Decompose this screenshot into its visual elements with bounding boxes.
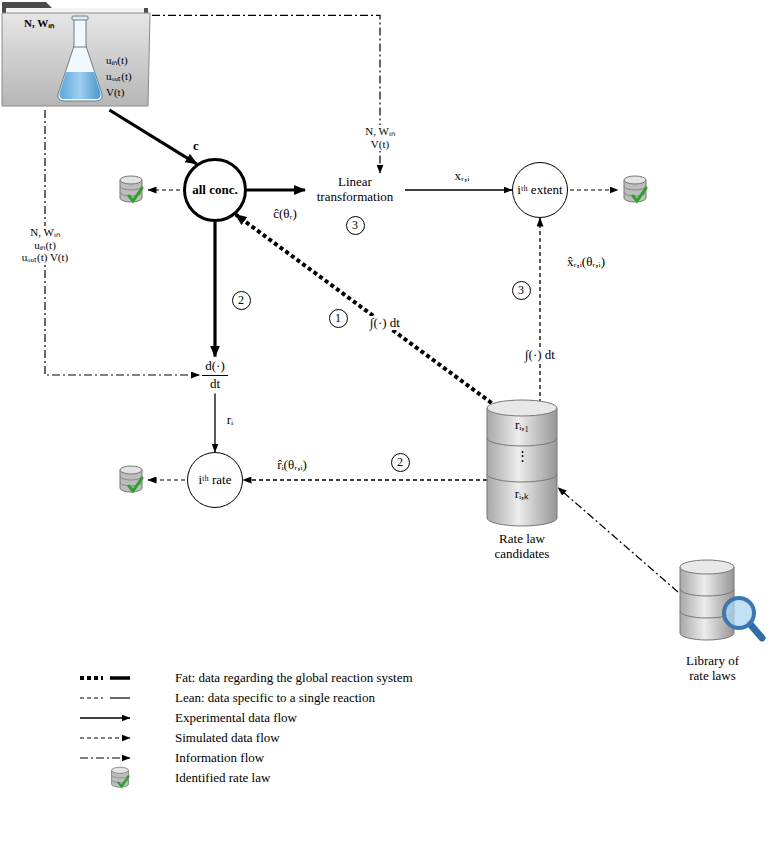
edge-label: ∫(·) dt	[368, 316, 402, 331]
node-label: Linear transformation	[308, 175, 402, 205]
database-icon	[120, 176, 646, 492]
edge-label: xᵣ,ᵢ	[453, 169, 472, 184]
node-label: Rate law candidates	[482, 532, 562, 562]
legend-text: Fat: data regarding the global reaction …	[175, 671, 413, 686]
node-label: rᵢ,₁	[482, 418, 562, 433]
edge-label: N, Wᵢₙ uᵢₙ(t) uₒᵤₜ(t) V(t)	[18, 226, 72, 264]
global-node: all conc.	[183, 158, 247, 222]
callout-number: 3	[512, 281, 531, 300]
data-arrow	[214, 393, 215, 452]
node-label: iᵗʰ extent	[517, 183, 562, 198]
edge-label: r̂ᵢ(θᵣ,ᵢ)	[275, 458, 309, 473]
node-label: d(·)	[202, 359, 228, 376]
legend-text: Simulated data flow	[175, 731, 280, 746]
operation-text: Linear transformation	[305, 173, 405, 207]
measurement-arrow	[109, 110, 196, 164]
rate-law-database: rᵢ,₁ ⋮ rᵢ,ₖRate law candidates	[482, 398, 562, 564]
data-folder: N, Wᵢₙ uᵢₙ(t) uₒᵤₜ(t) V(t)	[0, 0, 152, 110]
node-label: V(t)	[106, 86, 124, 99]
edge-label: ∫(·) dt	[523, 348, 557, 363]
legend-text: Experimental data flow	[175, 711, 297, 726]
node-label: Library of rate laws	[676, 654, 750, 684]
node-label: N, Wᵢₙ	[24, 17, 54, 30]
legend-text: Information flow	[175, 751, 264, 766]
data-arrow	[213, 222, 216, 357]
rate-law-library: Library of rate laws	[655, 555, 770, 690]
node-label: uᵢₙ(t)	[106, 54, 128, 67]
signal-label: ĉ(θᵣ)	[272, 207, 298, 222]
simulation-arrow	[236, 215, 492, 404]
data-arrow	[405, 189, 512, 190]
node-label: ⋮	[482, 449, 562, 464]
legend-sample	[80, 678, 130, 758]
library-illustration	[655, 555, 770, 650]
node-label: uₒᵤₜ(t)	[106, 70, 132, 83]
legend-text: Lean: data specific to a single reaction	[175, 691, 375, 706]
information-arrow	[558, 488, 678, 592]
node-label: dt	[210, 376, 220, 392]
node-label: all conc.	[192, 183, 238, 198]
data-arrow	[247, 188, 305, 191]
callout-number: 2	[391, 453, 410, 472]
folder-illustration	[0, 0, 152, 110]
node-label: rᵢ,ₖ	[482, 487, 562, 502]
edge-label: rᵢ	[225, 413, 235, 428]
signal-label: x̂ᵣ,ᵢ(θᵣ,ᵢ)	[566, 255, 606, 270]
derivative-operator: d(·)dt	[199, 357, 231, 394]
callout-number: 2	[232, 291, 251, 310]
edge-label: N, Wᵢₙ V(t)	[356, 125, 404, 150]
information-arrow	[152, 15, 380, 173]
simulation-arrow	[243, 479, 487, 480]
callout-number: 1	[329, 309, 348, 328]
callout-number: 3	[346, 216, 365, 235]
edge-label: c	[191, 139, 201, 154]
node-label: iᵗʰ rate	[198, 473, 231, 488]
reaction-node: iᵗʰ extent	[512, 162, 568, 218]
legend-text: Identified rate law	[175, 771, 270, 786]
legend-icon	[112, 767, 129, 787]
simulation-arrow	[539, 218, 540, 403]
reaction-node: iᵗʰ rate	[187, 452, 243, 508]
